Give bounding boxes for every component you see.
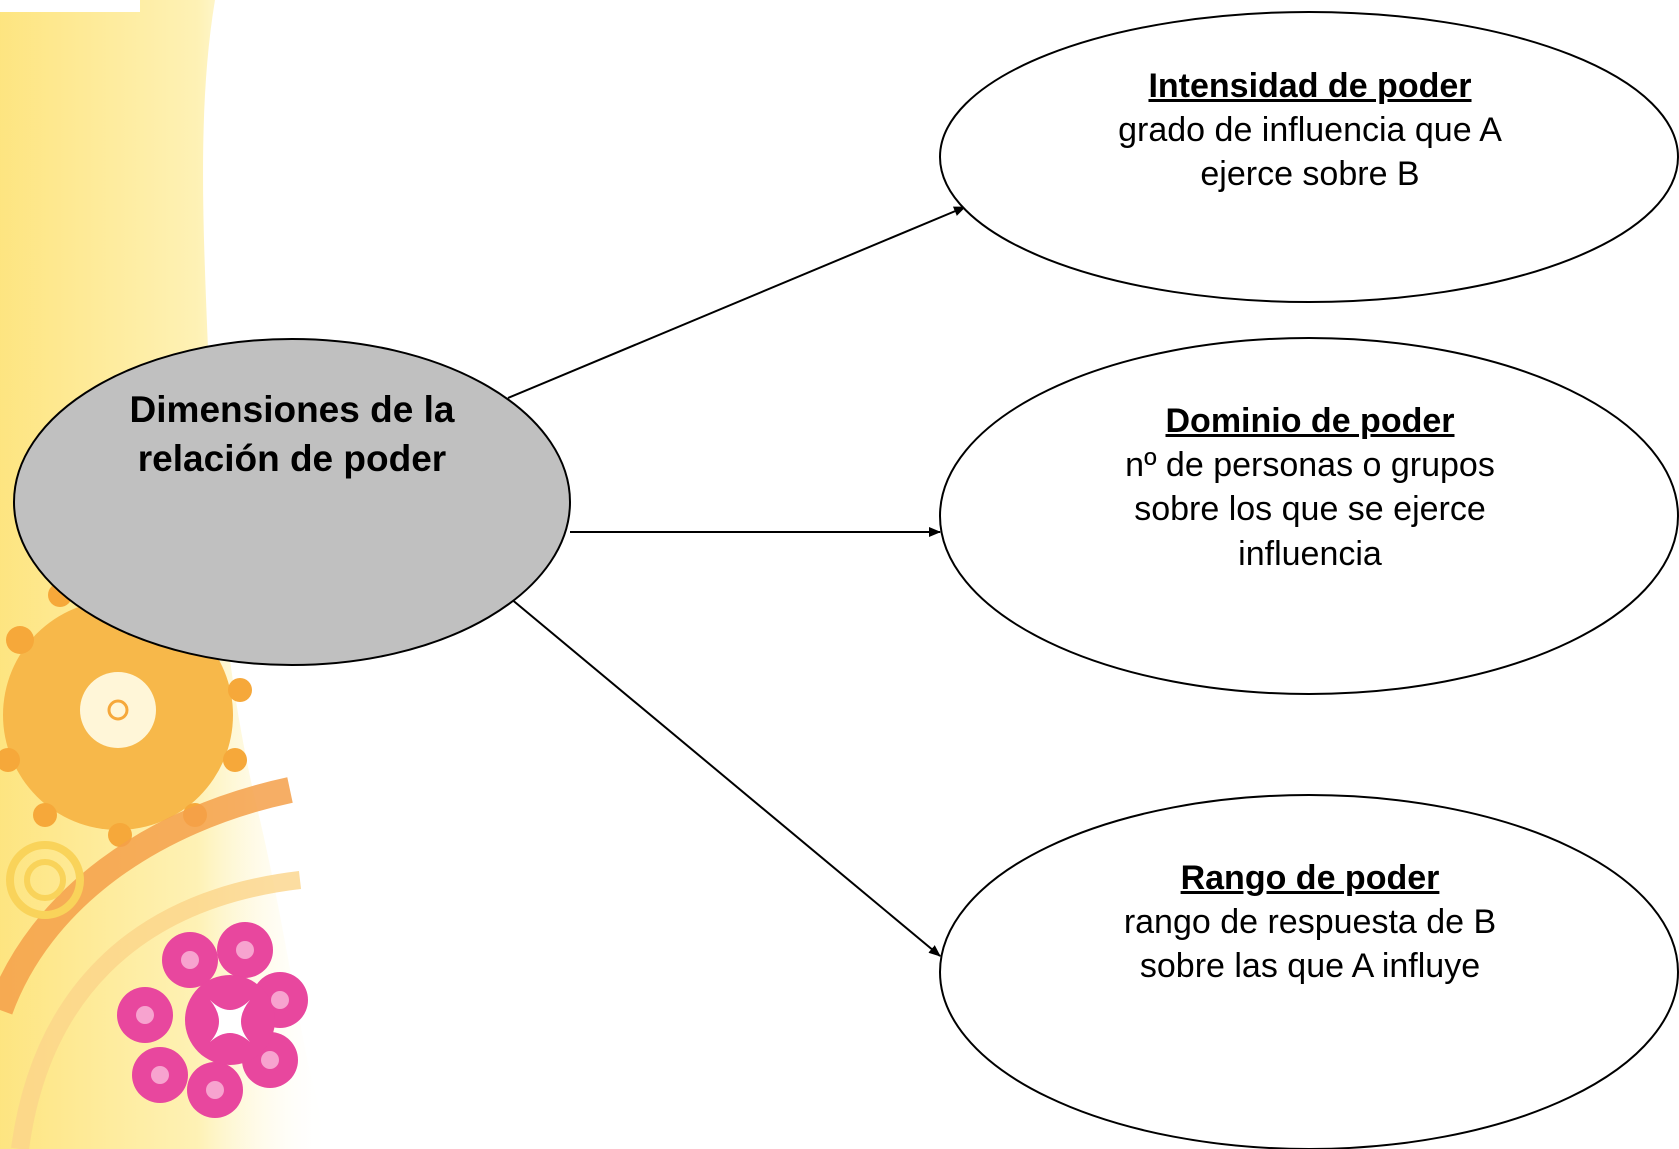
- central-label-line2: relación de poder: [137, 438, 447, 480]
- rango-title: Rango de poder: [1180, 859, 1440, 897]
- rango-label: Rango de poder rango de respuesta de B s…: [1010, 856, 1610, 989]
- dominio-ellipse: [939, 337, 1679, 695]
- pink-flower-decoration: [117, 922, 308, 1118]
- dominio-title: Dominio de poder: [1165, 402, 1455, 440]
- rango-ellipse: [939, 794, 1679, 1149]
- intensidad-ellipse: [939, 11, 1679, 303]
- arrow-to-intensidad: [507, 206, 966, 399]
- central-ellipse: [13, 338, 571, 666]
- dominio-desc-line2: sobre los que se ejerce: [1134, 490, 1486, 529]
- central-label-line1: Dimensiones de la: [129, 389, 455, 430]
- dominio-desc-line3: influencia: [1238, 534, 1382, 573]
- intensidad-label: Intensidad de poder grado de influencia …: [1010, 64, 1610, 197]
- central-label: Dimensiones de la relación de poder: [60, 385, 524, 483]
- orange-sun-decoration: [0, 578, 252, 847]
- intensidad-title: Intensidad de poder: [1148, 67, 1472, 105]
- rango-desc-line1: rango de respuesta de B: [1123, 903, 1497, 942]
- arrow-to-rango: [509, 597, 941, 957]
- connectors: [507, 206, 966, 957]
- rango-desc-line2: sobre las que A influye: [1139, 947, 1481, 986]
- dominio-desc-line1: nº de personas o grupos: [1125, 446, 1495, 485]
- dominio-label: Dominio de poder nº de personas o grupos…: [1010, 399, 1610, 576]
- intensidad-desc-line1: grado de influencia que A: [1118, 111, 1502, 150]
- intensidad-desc-line2: ejerce sobre B: [1200, 155, 1420, 194]
